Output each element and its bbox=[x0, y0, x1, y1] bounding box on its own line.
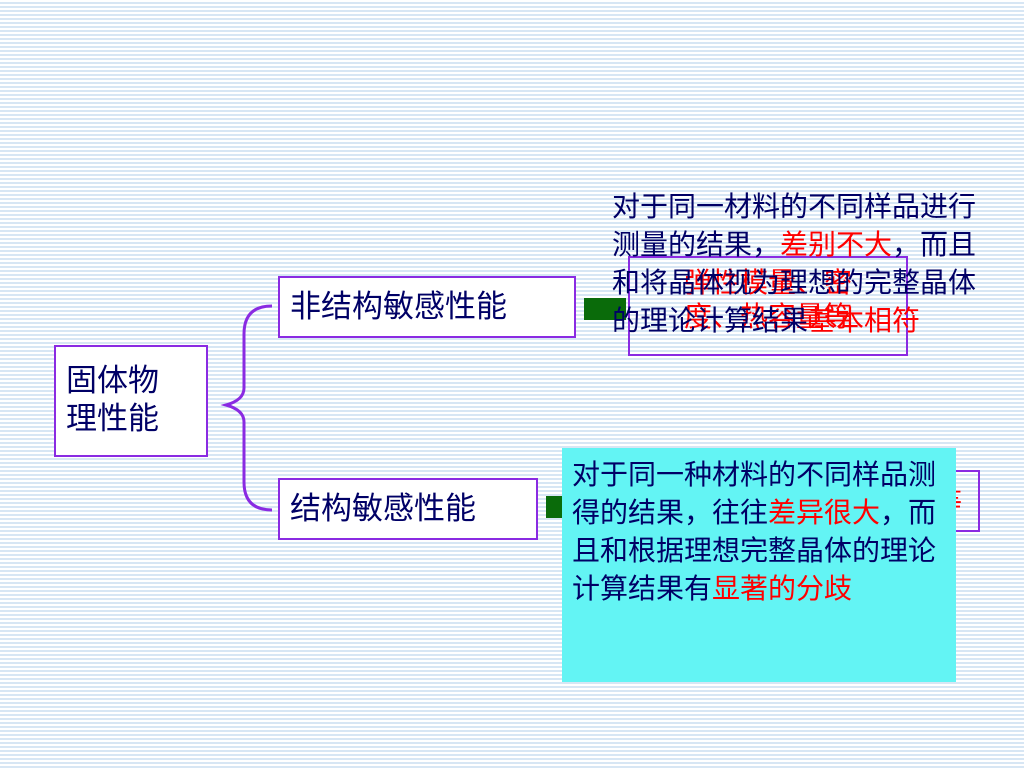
nonstructure-label: 非结构敏感性能 bbox=[290, 289, 507, 325]
desc2-part1: 对于同一种材料的不同样品测得的结果，往往 bbox=[572, 458, 937, 529]
root-node: 固体物 理性能 bbox=[54, 345, 208, 457]
structure-node: 结构敏感性能 bbox=[278, 478, 538, 540]
desc2-part3: ，而且和根据理想完整晶体的理论计算结果有 bbox=[572, 496, 937, 605]
root-line-2: 理性能 bbox=[66, 401, 159, 437]
root-line-1: 固体物 bbox=[66, 363, 159, 399]
nonstructure-example-box: 弹性模量、密 度、热容量等 bbox=[628, 256, 908, 356]
structure-description-callout: 对于同一种材料的不同样品测得的结果，往往差异很大，而且和根据理想完整晶体的理论计… bbox=[562, 448, 956, 682]
desc2-highlight-1: 差异很大 bbox=[768, 496, 881, 529]
nonstructure-arrow bbox=[584, 298, 626, 320]
desc1-part1: 对于同一材料的不同样品进行测量的结果， bbox=[612, 190, 977, 261]
desc1-highlight-2: 基本相符 bbox=[808, 304, 921, 337]
structure-label: 结构敏感性能 bbox=[290, 491, 476, 527]
desc2-highlight-2: 显著的分歧 bbox=[712, 572, 853, 605]
nonstructure-description: 对于同一材料的不同样品进行测量的结果，差别不大，而且和将晶体视为理想的完整晶体的… bbox=[612, 188, 988, 340]
example-line-1: 弹性模量、密 bbox=[683, 266, 852, 299]
desc1-part3: ，而且和将晶体视为理想的完整晶体的理论计算结果 bbox=[612, 228, 977, 337]
brace-path bbox=[220, 304, 273, 512]
desc1-highlight-1: 差别不大 bbox=[780, 228, 893, 261]
nonstructure-node: 非结构敏感性能 bbox=[278, 276, 576, 338]
example-line-2: 度、热容量等 bbox=[683, 300, 852, 333]
